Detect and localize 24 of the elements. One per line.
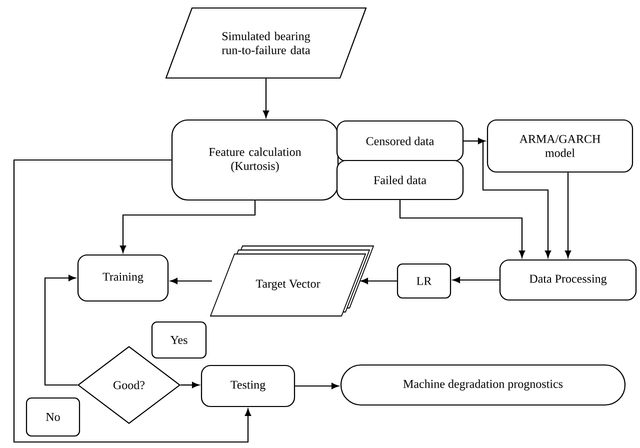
- arrow: [262, 78, 270, 118]
- arrow: [13, 159, 252, 443]
- process-box: LR: [396, 263, 452, 299]
- process-box: Feature calculation (Kurtosis): [171, 119, 339, 201]
- process-box: Training: [77, 254, 169, 302]
- process-box: Censored data: [336, 120, 464, 162]
- arrow: [44, 274, 78, 386]
- process-box: Failed data: [336, 160, 464, 200]
- input-parallelogram: Simulated bearing run-to-failure data: [165, 7, 367, 79]
- label-box: Yes: [151, 321, 207, 359]
- process-box: Data Processing: [499, 259, 637, 301]
- arrow: [180, 382, 200, 388]
- arrow: [464, 140, 552, 258]
- terminal-box: Machine degradation prognostics: [340, 364, 626, 406]
- arrow: [452, 276, 500, 284]
- process-box: ARMA/GARCH model: [486, 119, 634, 173]
- label-box: No: [26, 397, 80, 437]
- arrow: [120, 200, 256, 253]
- arrow: [399, 200, 526, 258]
- arrow: [564, 172, 572, 258]
- arrow: [170, 278, 212, 284]
- arrow: [295, 382, 339, 390]
- arrow: [360, 278, 397, 284]
- process-box: Testing: [200, 364, 296, 408]
